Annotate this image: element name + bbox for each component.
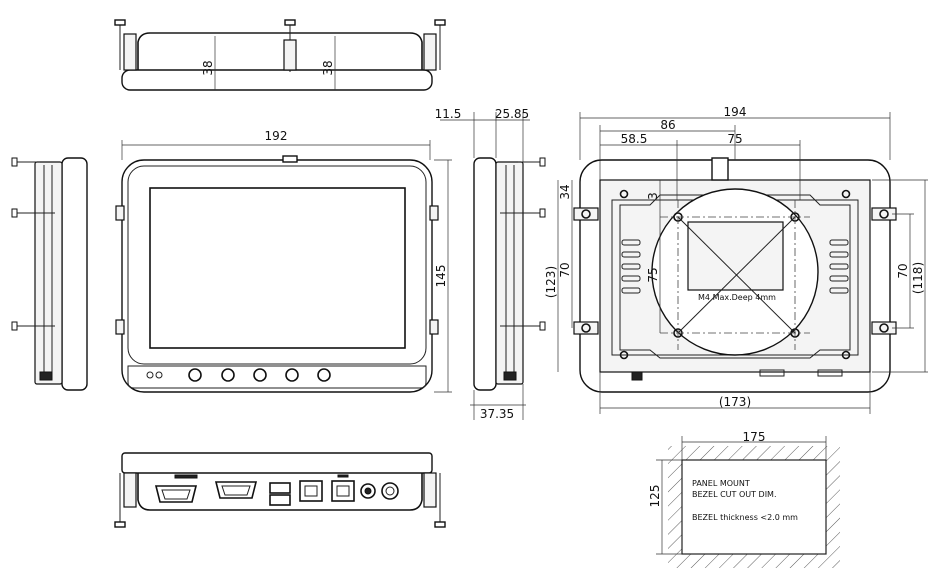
dim-back-h2: 3: [646, 192, 660, 200]
dim-back-h7: (118): [911, 262, 925, 294]
dim-cut-width: 175: [743, 430, 766, 444]
dim-back-w2: 86: [660, 118, 675, 132]
back-view: M4 Max.Deep 4mm 194: [544, 105, 928, 414]
right-side-view: 11.5 25.85 37.35: [435, 107, 546, 421]
dim-side-t1: 11.5: [435, 107, 462, 121]
dim-cut-height: 125: [648, 485, 662, 508]
dim-side-depth: 37.35: [480, 407, 514, 421]
left-side-view: [11, 157, 88, 391]
dim-front-width: 192: [265, 129, 288, 143]
dim-back-h6: 70: [896, 263, 910, 278]
vesa-note: M4 Max.Deep 4mm: [698, 293, 776, 302]
front-view: 192 145: [115, 129, 452, 393]
dim-top-h2: 38: [321, 60, 335, 75]
cutout-note-line1: PANEL MOUNT: [692, 479, 750, 488]
dim-back-h3: 70: [558, 262, 572, 277]
cutout-note-line2: BEZEL CUT OUT DIM.: [692, 490, 777, 499]
io-view: [114, 452, 446, 528]
dim-back-h1: 34: [558, 184, 572, 199]
dim-back-h5: 75: [646, 267, 660, 282]
dim-back-bottom: (173): [719, 395, 751, 409]
dim-back-width: 194: [724, 105, 747, 119]
dim-top-h1: 38: [201, 60, 215, 75]
dim-front-height: 145: [434, 265, 448, 288]
dim-back-w3: 58.5: [621, 132, 648, 146]
panel-cutout-view: 175 125 PANEL MOUNT BEZEL CUT OUT DIM. B…: [648, 430, 840, 568]
cutout-note-line3: BEZEL thickness <2.0 mm: [692, 513, 798, 522]
dim-side-t2: 25.85: [495, 107, 529, 121]
top-view: 38 38: [114, 19, 446, 91]
dim-back-w4: 75: [727, 132, 742, 146]
dim-back-h4: (123): [544, 266, 558, 298]
